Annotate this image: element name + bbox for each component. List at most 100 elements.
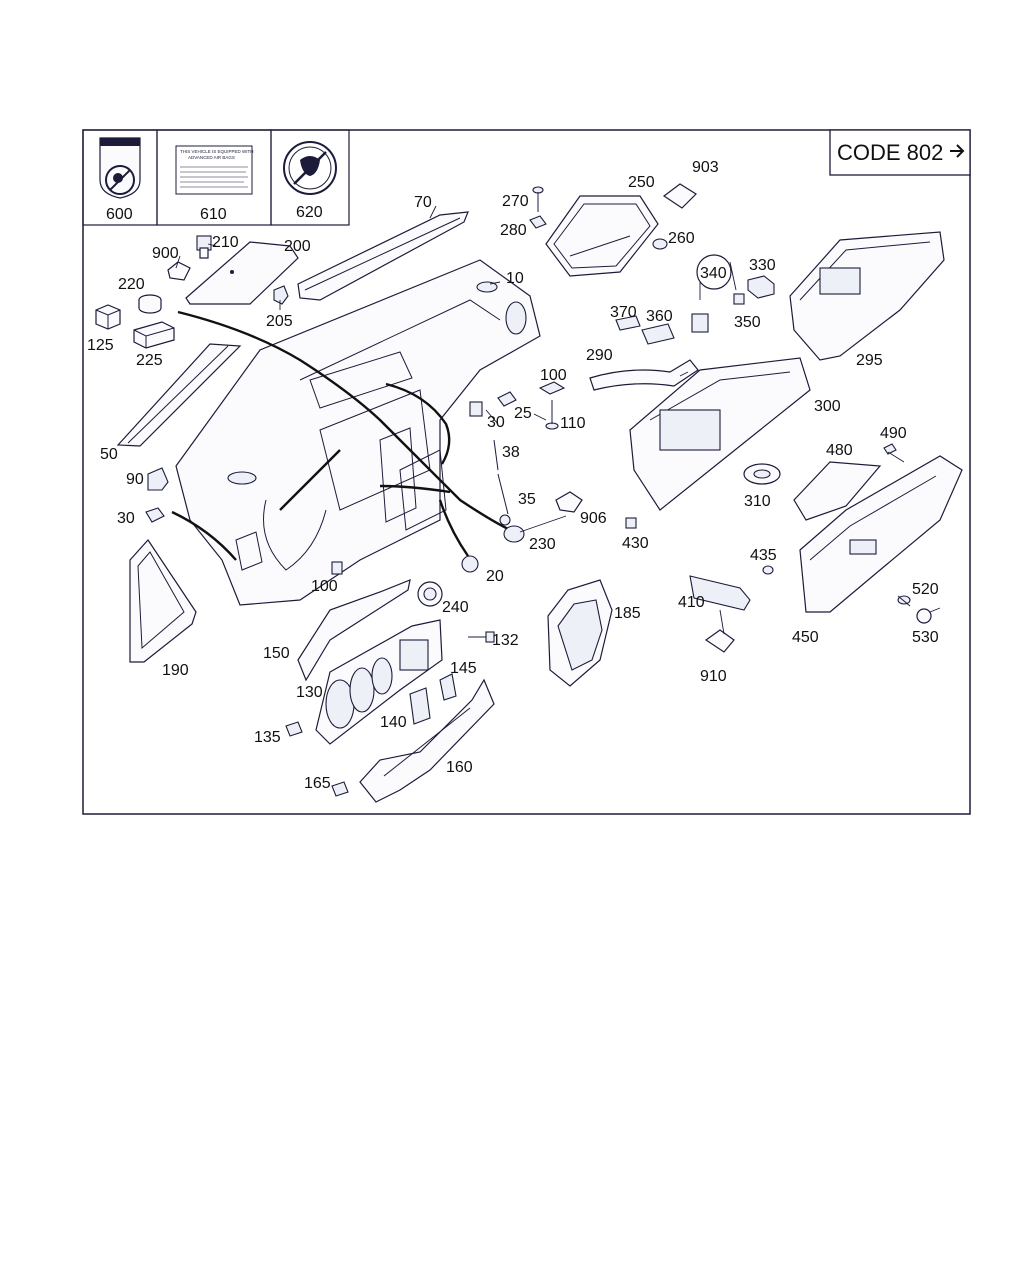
part-25-clip xyxy=(497,391,517,407)
label-205: 205 xyxy=(266,313,293,330)
part-903-tag xyxy=(662,183,697,209)
label-160: 160 xyxy=(446,759,473,776)
label-200: 200 xyxy=(284,238,311,255)
label-260: 260 xyxy=(668,230,695,247)
label-110: 110 xyxy=(560,415,586,432)
label-30-b: 30 xyxy=(117,510,135,527)
label-220: 220 xyxy=(118,276,145,293)
label-430: 430 xyxy=(622,535,649,552)
part-295-glovebox-upper xyxy=(789,231,945,361)
label-330: 330 xyxy=(749,257,776,274)
label-340: 340 xyxy=(700,265,727,282)
label-165: 165 xyxy=(304,775,331,792)
label-140: 140 xyxy=(380,714,407,731)
warning-line-2: ADVANCED AIR BAGS xyxy=(188,155,235,160)
label-480: 480 xyxy=(826,442,853,459)
label-450: 450 xyxy=(792,629,819,646)
label-145: 145 xyxy=(450,660,477,677)
part-300-glovebox-housing xyxy=(629,357,811,511)
part-50-long-trim xyxy=(116,343,242,447)
part-270-screw xyxy=(532,186,544,212)
diagram-frame xyxy=(82,129,971,815)
label-25: 25 xyxy=(514,405,532,422)
label-610: 610 xyxy=(200,206,227,223)
part-30-clip-a xyxy=(469,401,483,417)
part-240-ring xyxy=(417,581,443,607)
label-210: 210 xyxy=(212,234,239,251)
label-185: 185 xyxy=(614,605,641,622)
label-240: 240 xyxy=(442,599,469,616)
label-30-a: 30 xyxy=(487,414,505,431)
part-145-pad xyxy=(439,673,457,701)
part-906-tag xyxy=(555,491,583,513)
label-270: 270 xyxy=(502,193,529,210)
part-210-clip xyxy=(196,235,212,259)
part-110-screw xyxy=(545,400,559,430)
part-100-clip-a xyxy=(538,381,566,395)
part-340-bulb-group xyxy=(691,254,737,333)
label-280: 280 xyxy=(500,222,527,239)
part-90-bracket xyxy=(147,467,169,491)
airbag-warning-label-610: THIS VEHICLE IS EQUIPPED WITH ADVANCED A… xyxy=(175,145,254,195)
code-label: CODE 802 xyxy=(837,140,943,165)
part-260-grommet xyxy=(652,238,668,250)
part-140-pad xyxy=(409,687,431,725)
label-130: 130 xyxy=(296,684,323,701)
part-35-rod xyxy=(497,473,509,515)
part-30-clip-b xyxy=(145,507,165,523)
label-350: 350 xyxy=(734,314,761,331)
part-160-lower-trim xyxy=(359,678,495,803)
part-10-dashboard-carrier xyxy=(175,259,541,606)
part-435-screw xyxy=(762,565,774,575)
label-150: 150 xyxy=(263,645,290,662)
label-620: 620 xyxy=(296,204,323,221)
part-910-tag xyxy=(704,629,735,653)
label-290: 290 xyxy=(586,347,613,364)
part-130-instrument-cluster xyxy=(315,619,443,745)
label-35: 35 xyxy=(518,491,536,508)
label-370: 370 xyxy=(610,304,637,321)
label-900: 900 xyxy=(152,245,179,262)
part-205-bracket xyxy=(273,285,289,305)
part-310-thumbwheel xyxy=(743,463,781,485)
airbag-sticker-600 xyxy=(99,137,141,199)
part-190-side-panel xyxy=(129,539,197,663)
part-220-pad xyxy=(138,294,162,314)
label-90: 90 xyxy=(126,471,144,488)
part-labels: 600 610 620 70 903 250 270 280 260 900 2… xyxy=(87,159,939,792)
label-38: 38 xyxy=(502,444,520,461)
part-520-screw xyxy=(897,595,911,607)
label-530: 530 xyxy=(912,629,939,646)
label-906: 906 xyxy=(580,510,607,527)
wiring-harness xyxy=(171,310,511,561)
part-230-connector xyxy=(503,525,525,543)
label-225: 225 xyxy=(136,352,163,369)
part-900-tag xyxy=(167,261,191,281)
part-290-air-duct xyxy=(589,359,699,391)
part-250-airbag-module xyxy=(545,195,659,277)
part-38-pin xyxy=(493,439,499,471)
label-295: 295 xyxy=(856,352,883,369)
part-200-cover-panel xyxy=(185,241,299,305)
label-boxes xyxy=(82,129,350,226)
label-910: 910 xyxy=(700,668,727,685)
part-360-switch xyxy=(641,323,675,345)
label-190: 190 xyxy=(162,662,189,679)
code-802-box: CODE 802 xyxy=(829,129,971,176)
label-520: 520 xyxy=(912,581,939,598)
part-225-block xyxy=(133,321,175,349)
label-410: 410 xyxy=(678,594,705,611)
label-300: 300 xyxy=(814,398,841,415)
label-20: 20 xyxy=(486,568,504,585)
warning-line-1: THIS VEHICLE IS EQUIPPED WITH xyxy=(180,149,254,154)
airbag-sticker-620 xyxy=(283,141,337,195)
label-490: 490 xyxy=(880,425,907,442)
part-135-clip xyxy=(285,721,303,737)
part-165-clip xyxy=(331,781,349,797)
part-490-clip xyxy=(883,443,897,455)
label-50: 50 xyxy=(100,446,118,463)
label-100-b: 100 xyxy=(311,578,338,595)
part-70-trim-strip xyxy=(297,211,469,301)
part-280-clip xyxy=(529,215,547,229)
